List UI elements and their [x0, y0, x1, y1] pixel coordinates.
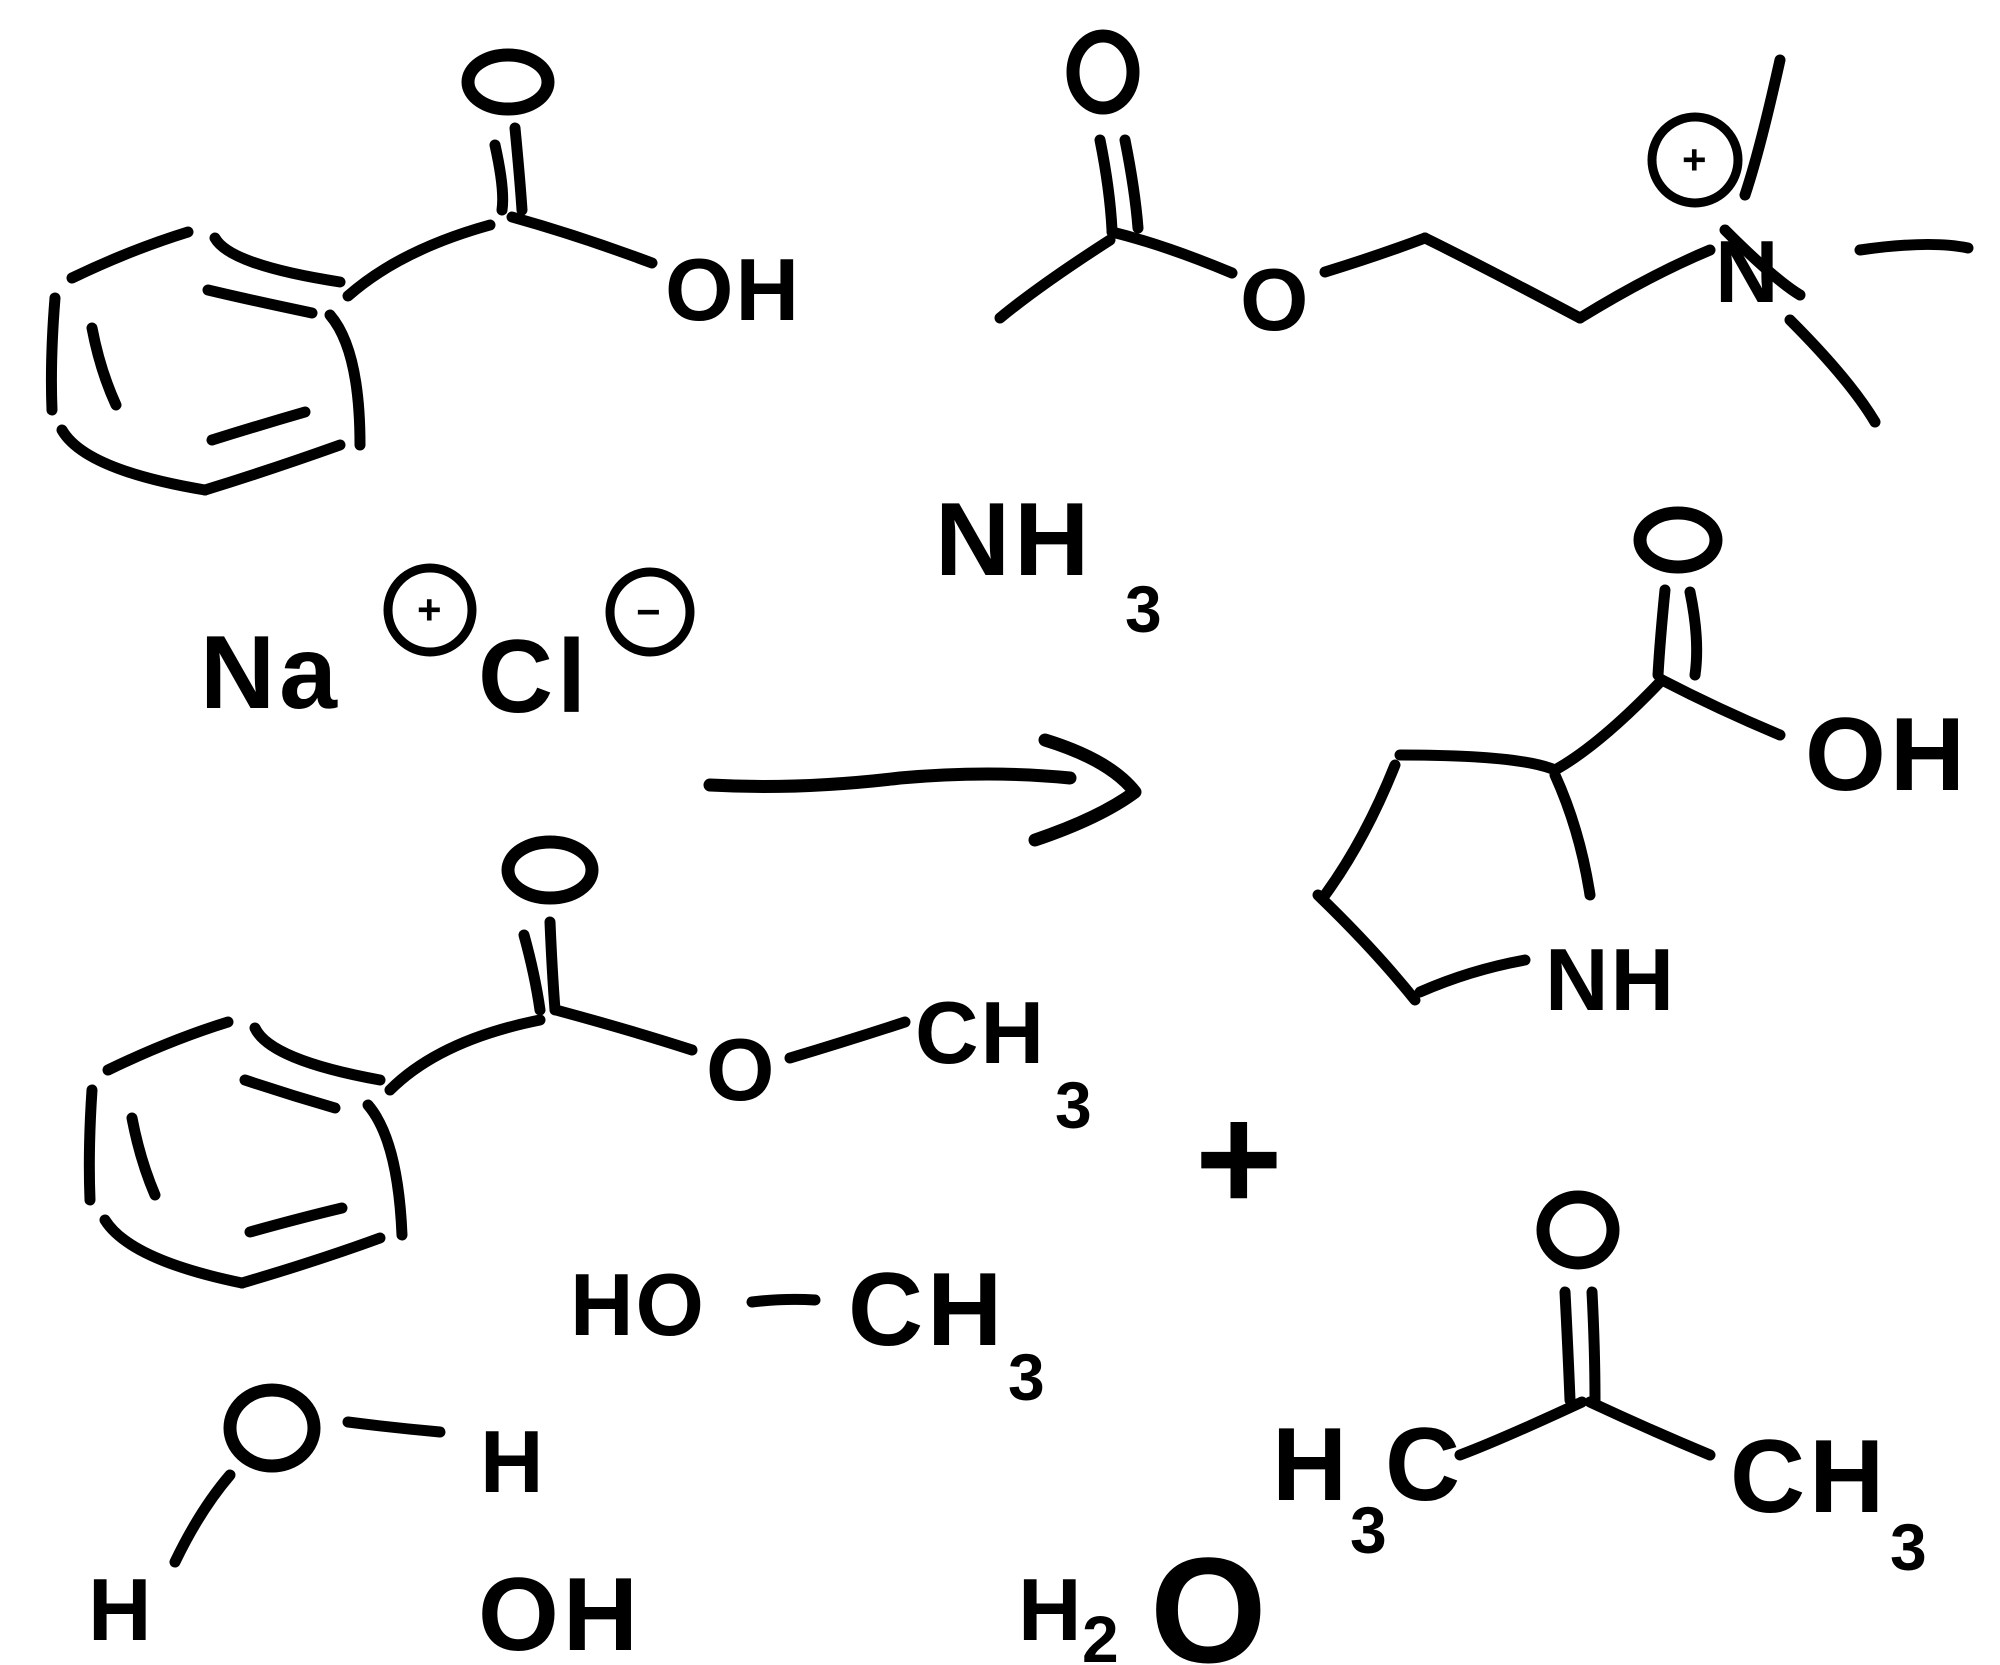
- sodium-plus-sign: +: [417, 586, 442, 633]
- acetylcholine-positive-charge-circle: [1647, 112, 1743, 208]
- water: H H: [88, 1383, 546, 1659]
- methyl-benzoate-subscript: 3: [1055, 1068, 1092, 1142]
- h2o-subscript: 2: [1082, 1602, 1119, 1665]
- ammonia-subscript: 3: [1125, 572, 1162, 646]
- ammonia: NH 3: [935, 482, 1162, 646]
- chloride-minus-sign: −: [636, 588, 661, 635]
- acetone-ch-label: CH: [1730, 1419, 1888, 1535]
- methyl-benzoate-carbonyl-oxygen: [501, 835, 599, 905]
- methanol-ch-label: CH: [848, 1252, 1006, 1368]
- methyl-benzoate-ch-label: CH: [915, 983, 1046, 1082]
- sodium-positive-charge-circle: [383, 563, 477, 657]
- water-oxygen: [223, 1383, 321, 1473]
- sodium-label: Na: [200, 615, 341, 731]
- methyl-benzoate: O CH 3: [83, 835, 1092, 1289]
- water-h-right: H: [480, 1412, 546, 1511]
- proline-bonds: [1312, 584, 1786, 1006]
- methanol-ho-label: HO: [570, 1255, 706, 1354]
- acetone-ch-subscript: 3: [1890, 1510, 1927, 1584]
- plus-sign: +: [1195, 1074, 1283, 1242]
- reaction-arrow: [703, 733, 1142, 847]
- h2o-o-label: O: [1150, 1526, 1267, 1665]
- benzoic-acid-oh-label: OH: [665, 240, 801, 339]
- acetylcholine-plus-sign: +: [1682, 136, 1707, 183]
- water-formula: H 2 O: [1018, 1526, 1267, 1665]
- benzoic-acid-bonds: [45, 122, 658, 496]
- h2o-h-label: H: [1018, 1560, 1084, 1659]
- water-bonds: [169, 1416, 446, 1568]
- water-h-left: H: [88, 1560, 154, 1659]
- acetone: H 3 C CH 3: [1272, 1190, 1927, 1584]
- acetone-carbonyl-oxygen: [1536, 1190, 1620, 1270]
- methyl-benzoate-bonds: [83, 916, 911, 1289]
- bottom-oh-label: OH: [478, 1557, 642, 1665]
- acetylcholine-ester-oxygen-label: O: [1240, 250, 1310, 349]
- acetone-h-label: H: [1272, 1407, 1351, 1523]
- benzoic-acid-carbonyl-oxygen: [461, 48, 555, 116]
- acetylcholine-bonds: [994, 54, 1974, 428]
- proline: OH NH: [1312, 506, 1969, 1029]
- acetylcholine: O N +: [994, 29, 1974, 428]
- proline-oh-label: OH: [1805, 697, 1969, 813]
- chloride-negative-charge-circle: [605, 567, 695, 657]
- methanol-subscript: 3: [1008, 1340, 1045, 1414]
- proline-carbonyl-oxygen: [1633, 506, 1723, 574]
- proline-nh-label: NH: [1545, 930, 1676, 1029]
- sodium-chloride: Na + Cl −: [200, 563, 695, 735]
- acetylcholine-nitrogen-label: N: [1715, 222, 1781, 321]
- ammonia-nh-label: NH: [935, 482, 1093, 598]
- methanol: HO CH 3: [570, 1252, 1045, 1414]
- acetone-bonds: [1454, 1286, 1716, 1461]
- methanol-bond: [746, 1293, 821, 1308]
- acetone-c-label: C: [1385, 1407, 1464, 1523]
- methyl-benzoate-ester-oxygen-label: O: [706, 1020, 776, 1119]
- benzoic-acid: OH: [45, 48, 801, 496]
- acetone-h-subscript: 3: [1350, 1493, 1387, 1567]
- acetylcholine-carbonyl-oxygen: [1066, 29, 1140, 115]
- chloride-label: Cl: [478, 619, 590, 735]
